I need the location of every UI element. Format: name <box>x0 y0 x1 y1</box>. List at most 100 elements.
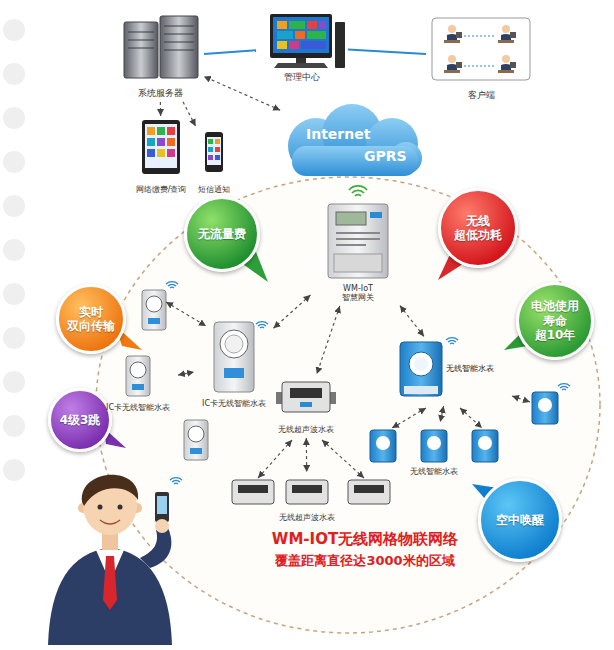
monitor-drawing <box>295 31 305 39</box>
client-drawing <box>502 25 510 33</box>
blue-meter-drawing <box>427 436 441 450</box>
ic-meter-drawing <box>130 362 146 378</box>
client-node: 客户端 <box>428 12 534 102</box>
server-drawing <box>160 16 198 78</box>
client-drawing <box>498 25 516 43</box>
coverage-note: WM-IOT无线网格物联网络 <box>230 530 500 549</box>
mesh-arrows <box>166 302 530 478</box>
ultrasonic-meter-drawing <box>282 382 330 412</box>
client-drawing <box>448 25 456 33</box>
mesh-arrows <box>392 408 426 428</box>
mesh-arrows <box>512 396 530 402</box>
blue-meter-drawing <box>538 398 552 412</box>
man-figure <box>157 496 167 514</box>
gateway-drawing <box>336 212 366 225</box>
network-cloud: InternetGPRS <box>282 104 422 180</box>
node-label: 系统服务器 <box>138 88 183 99</box>
ultrasonic-meter-drawing <box>290 388 322 398</box>
server-drawing <box>164 42 194 43</box>
margin-dots <box>3 19 25 41</box>
blue-meter-drawing <box>404 386 438 394</box>
node-label: 客户端 <box>468 90 495 101</box>
monitor-drawing <box>273 17 329 53</box>
wifi-signal <box>558 384 570 390</box>
blue-meter-drawing <box>400 342 442 396</box>
gateway-drawing <box>328 204 388 278</box>
bubble-text: 空中唤醒 <box>496 513 544 527</box>
monitor-drawing <box>335 22 345 68</box>
node-label: 管理中心 <box>284 72 320 83</box>
blue-meter-drawing <box>414 357 428 371</box>
mesh-arrows <box>460 408 482 428</box>
margin-dots <box>3 283 25 305</box>
ic-meter-drawing <box>225 335 243 353</box>
server-drawing <box>164 26 194 27</box>
man-figure <box>155 519 169 533</box>
mesh-arrows <box>258 440 292 478</box>
feature-bubble: 空中唤醒 <box>478 478 562 562</box>
tablet-drawing <box>147 149 155 157</box>
node-label: GPRS <box>364 148 407 165</box>
ic-meter-drawing <box>224 368 244 378</box>
node-label: IC卡无线智能水表 <box>202 399 266 409</box>
node-label: 无线智能水表 <box>446 364 494 374</box>
tablet-drawing <box>145 124 177 168</box>
bubble-text: 无流量费 <box>198 227 246 241</box>
blue-meter-drawing <box>409 352 433 376</box>
node-label: 网络缴费/查询 <box>136 185 187 195</box>
wifi-signal <box>260 327 264 329</box>
monitor-drawing <box>301 41 326 49</box>
margin-dots <box>3 459 25 481</box>
cloud-shape <box>292 146 418 176</box>
wifi-signal <box>170 478 182 484</box>
blue-meter-drawing <box>421 430 447 462</box>
wifi-signal <box>560 386 568 388</box>
tablet-drawing <box>157 127 165 135</box>
client-drawing <box>432 18 530 80</box>
margin-dots <box>3 327 25 349</box>
blue-meter-drawing <box>532 392 558 424</box>
monitor-drawing <box>307 31 326 39</box>
wifi-signal <box>166 282 178 288</box>
feature-bubble: 4级3跳 <box>48 388 112 452</box>
ic-meter-drawing <box>184 420 208 460</box>
wireless-link <box>204 76 280 110</box>
blue-meter-node: 无线智能水表 <box>392 338 510 404</box>
gateway-node: WM-IoT 智慧网关 <box>312 200 404 304</box>
ultrasonic-meter-drawing <box>286 480 328 504</box>
client-drawing <box>501 34 511 41</box>
client-drawing <box>444 55 462 73</box>
server-drawing <box>164 50 194 51</box>
gateway-drawing <box>328 204 388 278</box>
ultrasonic-meter-drawing <box>354 485 384 493</box>
client-drawing <box>432 18 530 80</box>
blue-meter-drawing <box>370 342 558 462</box>
phone-drawing <box>205 132 223 172</box>
margin-dots <box>3 371 25 393</box>
monitor-drawing <box>270 14 345 68</box>
gateway-drawing <box>334 254 382 272</box>
tablet-node: 网络缴费/查询 <box>130 118 192 196</box>
client-drawing <box>510 62 516 68</box>
gateway-drawing <box>336 244 366 246</box>
blue-meter-drawing <box>478 436 492 450</box>
ic-meter-drawing <box>126 290 254 460</box>
server-drawing <box>164 34 194 35</box>
client-drawing <box>498 55 516 73</box>
ultrasonic-meter-node: 无线超声波水表 <box>270 376 342 436</box>
ic-meter-drawing <box>214 322 254 392</box>
ultrasonic-meter-drawing <box>300 402 312 407</box>
server-drawing <box>124 22 158 78</box>
wireless-link <box>274 295 311 328</box>
wifi-signal <box>562 389 566 391</box>
client-drawing <box>444 70 460 73</box>
client-drawing <box>502 55 510 63</box>
margin-dots <box>3 107 25 129</box>
client-drawing <box>448 55 456 63</box>
gateway-drawing <box>336 232 380 246</box>
management-node: 管理中心 <box>258 10 346 84</box>
man-figure <box>100 520 120 524</box>
wifi-signal <box>349 186 367 196</box>
bubble-text: 电池使用 寿命 超10年 <box>529 299 581 342</box>
blue-meter-drawing <box>370 430 396 462</box>
